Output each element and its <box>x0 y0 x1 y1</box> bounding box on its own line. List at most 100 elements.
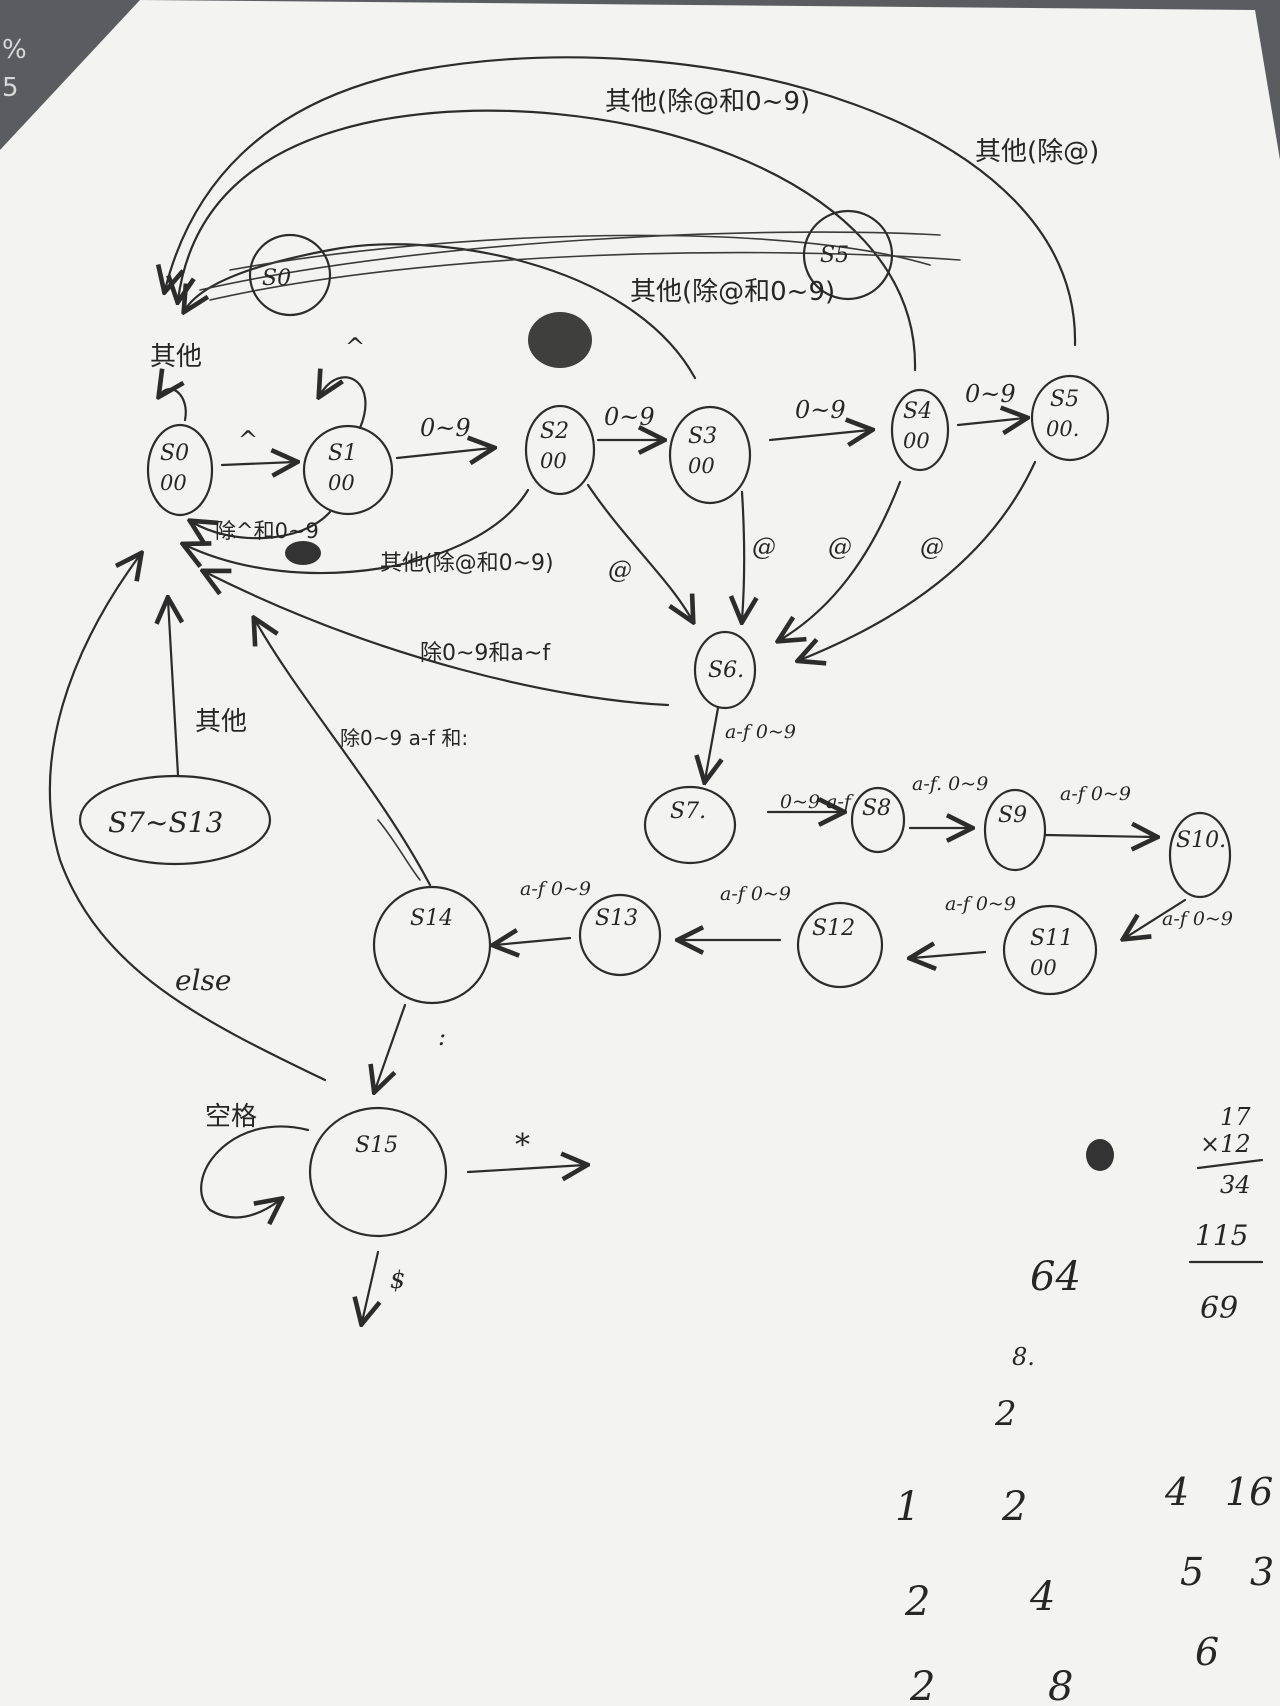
state-s8 <box>850 786 906 854</box>
edge-s15-dollar <box>362 1250 378 1322</box>
state-group-label: S7~S13 <box>108 806 223 839</box>
margin-table: 1 2 2 4 2 8 4 16 5 3 6 <box>895 1470 1274 1706</box>
edge-s14-back <box>255 620 432 887</box>
edge-s15-star <box>466 1165 585 1172</box>
label-s3-back: 其他(除@和0~9) <box>630 277 835 307</box>
edge-s2-s6 <box>586 483 692 620</box>
label-s15-star: * <box>515 1128 530 1163</box>
arc-s4-to-s0 <box>178 109 917 372</box>
state-s4-output: 00 <box>903 429 930 453</box>
edge-s6-s7 <box>705 706 718 780</box>
edge-s3-s4 <box>768 430 870 440</box>
label-s9-s10: a-f 0~9 <box>1060 783 1131 805</box>
edge-s1-s2 <box>395 448 492 458</box>
note-8: 8. <box>1012 1343 1035 1371</box>
edge-s13-s14 <box>495 938 572 945</box>
state-s5 <box>1030 374 1110 462</box>
label-s1-s2: 0~9 <box>420 414 471 442</box>
edge-s14-s15 <box>375 1003 407 1090</box>
crossed-state-s0 <box>248 233 332 317</box>
crossed-line-1 <box>199 231 941 291</box>
label-s11-s12: a-f 0~9 <box>945 893 1016 915</box>
label-s14-s15: : <box>438 1023 446 1051</box>
edge-s5-s6 <box>800 460 1037 660</box>
table-l-4: 4 <box>1029 1574 1055 1620</box>
edge-s9-s10 <box>1043 835 1155 837</box>
mult-line-2: ×12 <box>1200 1130 1251 1158</box>
state-s10 <box>1168 811 1232 899</box>
state-s1 <box>302 424 394 516</box>
label-s1-back: 除^和0~9 <box>215 519 319 543</box>
state-s0-name: S0 <box>160 441 189 466</box>
state-s3 <box>668 405 752 505</box>
state-s15-name: S15 <box>355 1133 398 1158</box>
arc-s3-to-s0 <box>185 243 697 380</box>
state-s1-output: 00 <box>328 471 355 495</box>
crossed-state-s5 <box>802 209 894 301</box>
mult-line-4: 115 <box>1195 1219 1248 1252</box>
table-l-1: 1 <box>895 1484 920 1530</box>
state-s7 <box>643 785 737 865</box>
state-s2 <box>524 404 596 496</box>
label-s3-s4: 0~9 <box>795 396 846 424</box>
edge-s11-s12 <box>912 952 987 958</box>
state-s0-output: 00 <box>160 471 187 495</box>
label-s4-s6: @ <box>828 533 852 561</box>
state-s11-output: 00 <box>1030 956 1057 980</box>
edge-s2-back <box>185 488 530 575</box>
state-s6 <box>693 630 757 710</box>
state-s5-name: S5 <box>1050 387 1079 412</box>
state-s4 <box>890 388 950 472</box>
label-s3-s6: @ <box>752 533 776 561</box>
state-s12 <box>796 901 884 989</box>
state-s6-name: S6. <box>708 658 744 683</box>
edge-s6-back <box>205 572 670 707</box>
label-s5-back: 其他(除@) <box>975 137 1099 167</box>
table-l-6: 8 <box>1048 1664 1073 1706</box>
arc-s5-to-s0 <box>165 56 1077 347</box>
label-s6-s7: a-f 0~9 <box>725 721 796 743</box>
state-s9 <box>983 788 1047 872</box>
label-s0-s1: ^ <box>238 426 258 454</box>
mult-line-5: 69 <box>1200 1291 1238 1326</box>
mult-line-3: 34 <box>1220 1171 1251 1199</box>
note-64: 64 <box>1030 1254 1081 1300</box>
state-s3-output: 00 <box>688 454 715 478</box>
edge-s1-back <box>192 510 332 538</box>
state-s10-name: S10. <box>1176 828 1226 853</box>
state-s13 <box>578 893 662 977</box>
state-group-s7-s13 <box>78 774 272 866</box>
table-l-5: 2 <box>909 1664 935 1706</box>
table-r-1: 4 <box>1164 1470 1189 1514</box>
state-s11-name: S11 <box>1030 926 1073 951</box>
label-s4-s5: 0~9 <box>965 380 1016 408</box>
state-s14-name: S14 <box>410 906 453 931</box>
table-r-4: 3 <box>1250 1550 1274 1594</box>
loop-s1 <box>320 377 367 430</box>
state-s2-name: S2 <box>540 419 569 444</box>
state-s13-name: S13 <box>595 906 638 931</box>
label-s4-back: 其他(除@和0~9) <box>605 87 810 117</box>
label-s2-s6: @ <box>608 556 632 584</box>
table-r-3: 5 <box>1180 1550 1204 1594</box>
edge-s4-s6 <box>780 480 902 640</box>
state-s9-name: S9 <box>998 803 1027 828</box>
crossed-line-2 <box>209 251 961 301</box>
note-2: 2 <box>994 1394 1017 1434</box>
table-l-3: 2 <box>904 1579 930 1625</box>
state-s4-name: S4 <box>903 399 932 424</box>
edge-s0-s1 <box>220 462 295 465</box>
scribble-small <box>285 541 321 565</box>
label-s15-else: else <box>175 964 231 997</box>
crossed-state-s0-label: S0 <box>262 266 291 291</box>
scribble-blot <box>528 312 592 368</box>
state-s8-name: S8 <box>862 796 891 821</box>
label-s10-s11: a-f 0~9 <box>1162 908 1233 930</box>
crossed-line-3 <box>229 234 931 271</box>
state-s5-output: 00. <box>1046 417 1079 441</box>
edge-s4-s5 <box>956 418 1025 425</box>
scribble-dot <box>1086 1139 1114 1171</box>
label-s14-back: 除0~9 a-f 和: <box>340 726 468 750</box>
label-s12-s13: a-f 0~9 <box>720 883 791 905</box>
